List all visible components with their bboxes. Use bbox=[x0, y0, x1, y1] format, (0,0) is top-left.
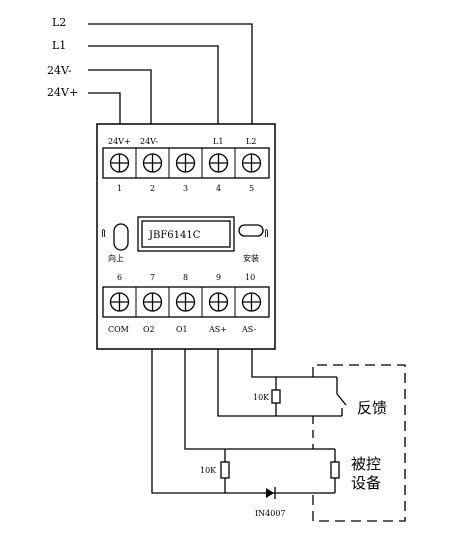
feedback-resistor bbox=[271, 389, 281, 404]
device-load-icon bbox=[330, 461, 340, 479]
wire-feedback-as-minus bbox=[251, 349, 337, 378]
mount-slot bbox=[238, 224, 264, 237]
bottom-terminal-block bbox=[102, 286, 270, 318]
model-display-inner bbox=[141, 220, 231, 248]
terminal-screw[interactable] bbox=[241, 292, 262, 312]
top-label-5: L2 bbox=[246, 137, 256, 146]
feedback-label: 反馈 bbox=[357, 399, 387, 417]
bottom-number-9: 9 bbox=[216, 273, 221, 282]
device-enclosure bbox=[312, 364, 406, 522]
top-label-4: L1 bbox=[213, 137, 223, 146]
top-number-2: 2 bbox=[150, 184, 155, 193]
bottom-number-6: 6 bbox=[117, 273, 122, 282]
label-l2: L2 bbox=[52, 16, 66, 29]
diode-icon bbox=[266, 487, 276, 499]
feedback-resistor-label: 10K bbox=[253, 393, 270, 402]
top-number-3: 3 bbox=[183, 184, 188, 193]
terminal-screw[interactable] bbox=[142, 292, 163, 312]
terminal-screw[interactable] bbox=[208, 153, 229, 173]
label-24v-minus: 24V- bbox=[47, 64, 72, 77]
output-resistor-label: 10K bbox=[200, 466, 217, 475]
wire-output-o2 bbox=[151, 349, 325, 494]
diode-label: IN4007 bbox=[255, 509, 286, 518]
model-label: JBF6141C bbox=[148, 230, 201, 241]
device-label-line1: 被控 bbox=[351, 455, 381, 473]
wire-l2 bbox=[88, 23, 253, 148]
wire-24v-minus bbox=[88, 69, 152, 148]
terminal-screw[interactable] bbox=[142, 153, 163, 173]
bottom-number-10: 10 bbox=[245, 273, 255, 282]
up-arrow-icon: ⇑ bbox=[99, 227, 108, 240]
terminal-screw[interactable] bbox=[175, 153, 196, 173]
output-resistor bbox=[220, 461, 230, 479]
wire-feedback-as-plus bbox=[217, 349, 342, 417]
terminal-screw[interactable] bbox=[208, 292, 229, 312]
terminal-screw[interactable] bbox=[175, 292, 196, 312]
label-l1: L1 bbox=[52, 39, 66, 52]
top-number-5: 5 bbox=[249, 184, 254, 193]
device-label-line2: 设备 bbox=[351, 474, 381, 492]
top-label-2: 24V- bbox=[140, 137, 158, 146]
orientation-label: 向上 bbox=[108, 253, 124, 263]
led-indicator bbox=[113, 223, 129, 251]
bottom-number-7: 7 bbox=[150, 273, 155, 282]
terminal-screw[interactable] bbox=[241, 153, 262, 173]
feedback-switch-icon bbox=[336, 393, 347, 406]
top-number-1: 1 bbox=[117, 184, 122, 193]
terminal-screw[interactable] bbox=[109, 153, 130, 173]
top-label-1: 24V+ bbox=[108, 137, 131, 146]
wire-l1 bbox=[88, 45, 219, 148]
bottom-number-8: 8 bbox=[183, 273, 188, 282]
bottom-label-as-plus: AS+ bbox=[208, 325, 227, 334]
bottom-label-o1: O1 bbox=[176, 325, 188, 334]
bottom-label-as-minus: AS- bbox=[241, 325, 257, 334]
install-label: 安装 bbox=[243, 253, 259, 263]
bottom-label-com: COM bbox=[108, 325, 129, 334]
up-arrow-icon: ⇑ bbox=[262, 227, 271, 240]
wire-output-o1 bbox=[184, 349, 325, 450]
terminal-screw[interactable] bbox=[109, 292, 130, 312]
top-number-4: 4 bbox=[216, 184, 221, 193]
top-terminal-block bbox=[102, 147, 270, 179]
label-24v-plus: 24V+ bbox=[47, 86, 78, 99]
bottom-label-o2: O2 bbox=[143, 325, 155, 334]
